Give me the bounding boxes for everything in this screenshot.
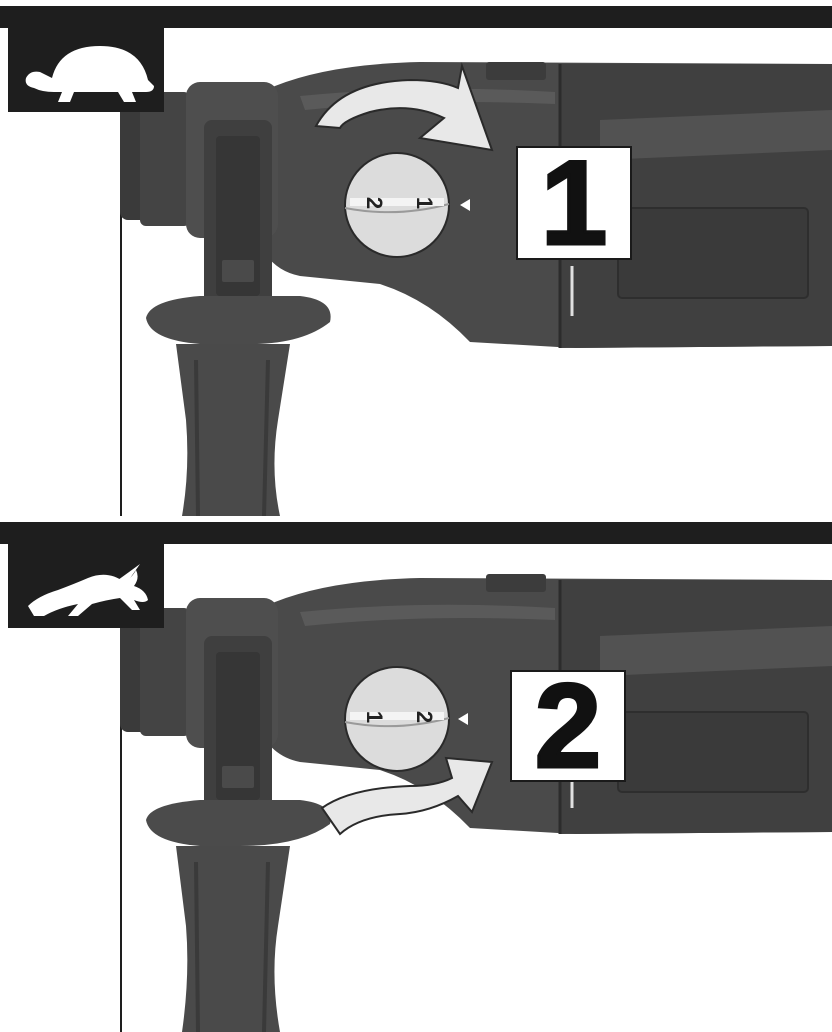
dial-label-left: 2: [361, 191, 387, 215]
header-band: [0, 6, 832, 28]
step-number: 1: [541, 143, 608, 263]
turtle-icon: [8, 28, 164, 112]
rabbit-icon: [8, 544, 164, 628]
header-band: [0, 522, 832, 544]
step-2-panel: 2 1 2: [0, 516, 832, 1032]
dial-label-left: 1: [361, 705, 387, 729]
step-number: 2: [535, 666, 602, 786]
dial-label-right: 2: [411, 705, 437, 729]
dial-label-right: 1: [411, 191, 437, 215]
speed-badge: [8, 28, 164, 112]
step-1-panel: 1 2 1: [0, 0, 832, 516]
speed-badge: [8, 544, 164, 628]
step-number-box: 1: [516, 146, 632, 260]
step-number-box: 2: [510, 670, 626, 782]
